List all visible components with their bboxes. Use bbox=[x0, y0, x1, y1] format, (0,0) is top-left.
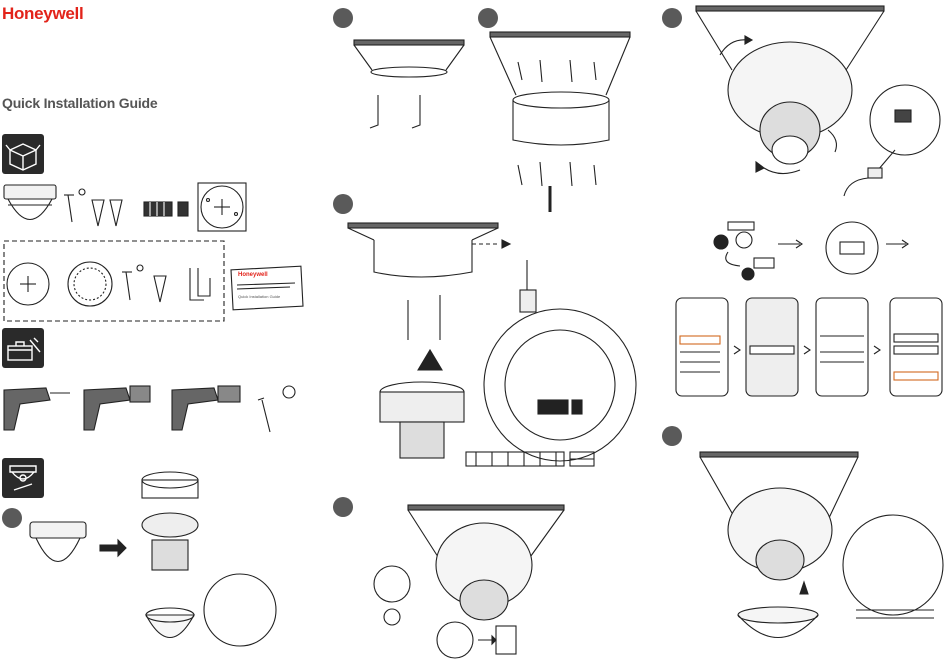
screw-illustration bbox=[64, 189, 85, 222]
dome-camera-illustration bbox=[4, 185, 56, 220]
terminal-block-illustration bbox=[144, 202, 188, 216]
phone-screens bbox=[676, 298, 942, 396]
drill-illustration bbox=[4, 386, 295, 432]
card-brand: Honeywell bbox=[238, 272, 268, 278]
card-text: Quick Installation Guide bbox=[238, 294, 280, 299]
